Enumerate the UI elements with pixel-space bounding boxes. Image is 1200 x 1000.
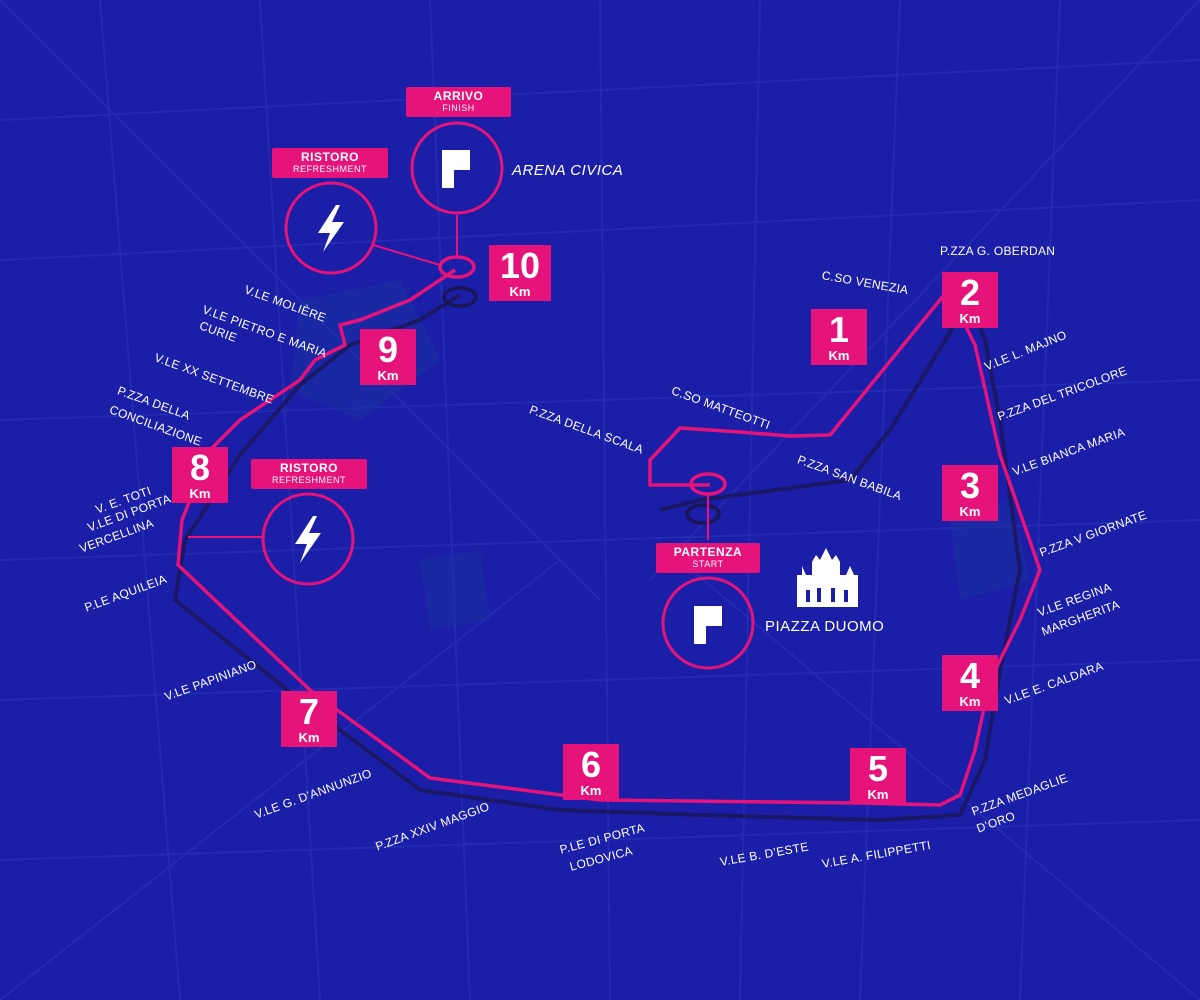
start-loop-shadow xyxy=(685,503,721,525)
start-place-name: PIAZZA DUOMO xyxy=(765,618,885,635)
street-label: P.ZZA G. OBERDAN xyxy=(940,244,1056,258)
lightning-icon xyxy=(318,205,344,252)
start-circle xyxy=(661,576,755,670)
refresh2-circle xyxy=(261,492,355,586)
route-line xyxy=(176,268,1042,807)
finish-loop-shadow xyxy=(442,286,478,308)
cathedral-icon xyxy=(797,548,858,607)
finish-circle xyxy=(410,121,504,215)
refresh1-circle xyxy=(284,181,378,275)
refresh1-connector xyxy=(372,244,441,266)
lightning-icon xyxy=(295,516,321,563)
flag-icon xyxy=(442,150,470,188)
finish-place-name: ARENA CIVICA xyxy=(512,162,624,179)
flag-icon xyxy=(694,606,722,644)
